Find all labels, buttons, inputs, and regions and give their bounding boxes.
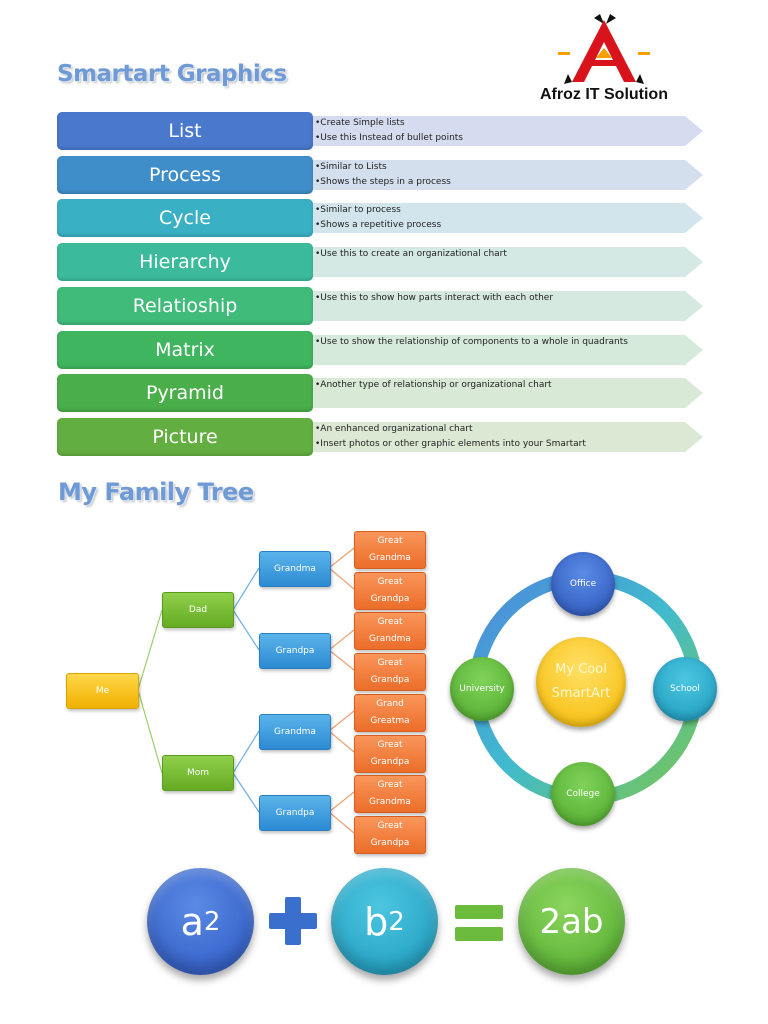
row-bullets: •Use this to show how parts interact wit… (315, 291, 553, 306)
bullet-item: •Use this to create an organizational ch… (315, 249, 507, 259)
row-bullets: •Use to show the relationship of compone… (315, 335, 628, 350)
row-label: Cycle (57, 199, 313, 237)
great-grandparent-line: Grandma (369, 634, 411, 644)
row-arrow-icon (307, 203, 703, 233)
bullet-item: •Use this to show how parts interact wit… (315, 293, 554, 303)
great-grandparent-line: Grandpa (370, 757, 410, 767)
family-tree-connectors (137, 547, 355, 834)
page-title: Smartart Graphics (57, 61, 287, 87)
row-arrow-icon (307, 378, 703, 408)
tree-node-grandpa: Grandpa (259, 795, 331, 831)
equation-a: a (180, 899, 204, 944)
row-label: Picture (57, 418, 313, 456)
bullet-item: •Create Simple lists (315, 118, 405, 128)
cycle-node-university: University (450, 657, 514, 721)
great-grandparent-line: Great (377, 821, 403, 831)
family-tree-title: My Family Tree (58, 478, 254, 506)
cycle-node-office: Office (551, 552, 615, 616)
row-bullets: •Create Simple lists •Use this Instead of… (315, 116, 463, 146)
great-grandparent-line: Grandma (369, 797, 411, 807)
great-grandparent-line: Great (377, 740, 403, 750)
bullet-item: •Shows the steps in a process (315, 177, 451, 187)
great-grandparent-line: Great (377, 780, 403, 790)
row-bullets: •Use this to create an organizational ch… (315, 247, 507, 262)
row-label: Pyramid (57, 374, 313, 412)
smartart-row: Cycle•Similar to process •Shows a repetit… (57, 199, 705, 237)
row-bullets: •Another type of relationship or organiz… (315, 378, 552, 393)
bullet-item: •Similar to process (315, 205, 401, 215)
equation-exponent: 2 (203, 906, 221, 937)
smartart-row: Process•Similar to Lists •Shows the steps… (57, 156, 705, 194)
smartart-row: Picture•An enhanced organizational chart… (57, 418, 705, 456)
great-grandparent-line: Grandpa (370, 594, 410, 604)
row-bullets: •Similar to process •Shows a repetitive p… (315, 203, 441, 233)
smartart-row: Hierarchy•Use this to create an organiza… (57, 243, 705, 281)
row-arrow-icon (307, 247, 703, 277)
bullet-item: •Similar to Lists (315, 162, 387, 172)
bullet-item: •Use to show the relationship of compone… (315, 337, 628, 347)
great-grandparent-line: Grandpa (370, 838, 410, 848)
row-label: List (57, 112, 313, 150)
tree-node-dad: Dad (162, 592, 234, 628)
smartart-row: List•Create Simple lists •Use this Instea… (57, 112, 705, 150)
row-bullets: •An enhanced organizational chart •Insert… (315, 422, 586, 452)
row-label: Hierarchy (57, 243, 313, 281)
row-arrow-icon (307, 335, 703, 365)
equals-icon (455, 905, 503, 941)
smartart-row: Matrix•Use to show the relationship of c… (57, 331, 705, 369)
great-grandparent-line: Grand (376, 699, 404, 709)
cycle-node-college: College (551, 762, 615, 826)
cycle-node-school: School (653, 657, 717, 721)
afroz-logo-icon (558, 14, 650, 84)
tree-node-grandma: Grandma (259, 714, 331, 750)
great-grandparent-line: Great (377, 577, 403, 587)
cycle-center-line-1: My Cool (555, 662, 607, 677)
plus-icon (269, 897, 317, 945)
bullet-item: •Insert photos or other graphic elements… (315, 439, 586, 449)
tree-node-me: Me (66, 673, 139, 709)
row-label: Matrix (57, 331, 313, 369)
tree-node-mom: Mom (162, 755, 234, 791)
row-arrow-icon (307, 291, 703, 321)
row-label: Relatioship (57, 287, 313, 325)
bullet-item: •Use this Instead of bullet points (315, 133, 463, 143)
logo-text: Afroz IT Solution (540, 86, 668, 103)
great-grandparent-line: Great (377, 617, 403, 627)
smartart-row: Pyramid•Another type of relationship or … (57, 374, 705, 412)
bullet-item: •An enhanced organizational chart (315, 424, 473, 434)
smartart-row: Relatioship•Use this to show how parts i… (57, 287, 705, 325)
great-grandparent-line: Grandpa (370, 675, 410, 685)
bullet-item: •Another type of relationship or organiz… (315, 380, 552, 390)
equation-b: b (364, 899, 389, 944)
cycle-center-line-2: SmartArt (551, 686, 611, 701)
great-grandparent-line: Great (377, 536, 403, 546)
great-grandparent-line: Grandma (369, 553, 411, 563)
tree-node-grandpa: Grandpa (259, 633, 331, 669)
bullet-item: •Shows a repetitive process (315, 220, 442, 230)
great-grandparent-line: Greatma (370, 716, 410, 726)
row-arrow-icon (307, 116, 703, 146)
tree-node-grandma: Grandma (259, 551, 331, 587)
equation-result: 2ab (518, 868, 625, 975)
row-bullets: •Similar to Lists •Shows the steps in a p… (315, 160, 451, 190)
great-grandparent-line: Great (377, 658, 403, 668)
equation-exponent: 2 (388, 906, 405, 937)
row-arrow-icon (307, 160, 703, 190)
row-arrow-icon (307, 422, 703, 452)
row-label: Process (57, 156, 313, 194)
